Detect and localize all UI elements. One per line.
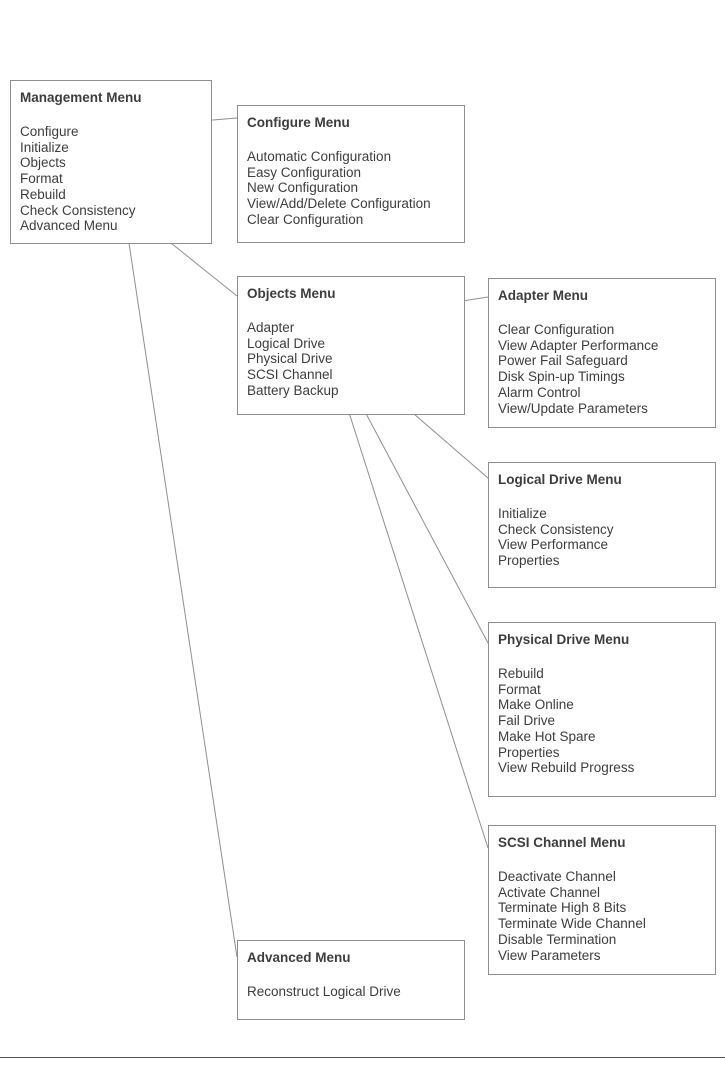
menu-item-view-performance: View Performance bbox=[498, 537, 609, 553]
physical-drive-menu-items: Rebuild Format Make Online Fail Drive Ma… bbox=[498, 666, 706, 776]
configure-menu-box: Configure Menu Automatic Configuration E… bbox=[237, 105, 465, 243]
menu-item-view-add-delete-configuration: View/Add/Delete Configuration bbox=[247, 196, 431, 212]
advanced-menu-box: Advanced Menu Reconstruct Logical Drive bbox=[237, 940, 465, 1020]
menu-item-automatic-configuration: Automatic Configuration bbox=[247, 149, 392, 164]
menu-item-initialize-logical: Initialize bbox=[498, 506, 547, 521]
management-menu-items: Configure Initialize Objects Format Rebu… bbox=[20, 124, 202, 234]
menu-item-objects: Objects bbox=[20, 155, 66, 171]
configure-menu-title: Configure Menu bbox=[247, 115, 350, 130]
menu-item-view-rebuild-progress: View Rebuild Progress bbox=[498, 760, 635, 776]
menu-item-scsi-channel: SCSI Channel bbox=[247, 367, 333, 383]
menu-item-battery-backup: Battery Backup bbox=[247, 382, 339, 398]
menu-item-make-hot-spare: Make Hot Spare bbox=[498, 728, 596, 744]
menu-item-advanced-menu: Advanced Menu bbox=[20, 218, 118, 234]
menu-item-fail-drive: Fail Drive bbox=[498, 713, 556, 729]
connector-scsi-channel-to-scsi-channel-menu bbox=[336, 374, 489, 849]
configure-menu-items: Automatic Configuration Easy Configurati… bbox=[247, 149, 455, 228]
menu-item-easy-configuration: Easy Configuration bbox=[247, 164, 362, 180]
connector-advanced-to-advanced-menu bbox=[126, 229, 238, 958]
menu-item-rebuild-physical: Rebuild bbox=[498, 666, 544, 681]
menu-item-view-update-parameters: View/Update Parameters bbox=[498, 400, 648, 416]
menu-item-view-parameters: View Parameters bbox=[498, 947, 601, 963]
adapter-menu-box: Adapter Menu Clear Configuration View Ad… bbox=[488, 278, 716, 428]
menu-item-reconstruct-logical-drive: Reconstruct Logical Drive bbox=[247, 984, 401, 999]
menu-item-configure: Configure bbox=[20, 124, 79, 139]
adapter-menu-items: Clear Configuration View Adapter Perform… bbox=[498, 322, 706, 416]
menu-item-terminate-high-8-bits: Terminate High 8 Bits bbox=[498, 900, 627, 916]
physical-drive-menu-box: Physical Drive Menu Rebuild Format Make … bbox=[488, 622, 716, 797]
menu-item-clear-configuration-adapter: Clear Configuration bbox=[498, 322, 615, 337]
menu-item-make-online: Make Online bbox=[498, 697, 574, 713]
menu-item-terminate-wide-channel: Terminate Wide Channel bbox=[498, 916, 646, 932]
menu-item-disable-termination: Disable Termination bbox=[498, 931, 617, 947]
management-menu-title: Management Menu bbox=[20, 90, 142, 105]
scsi-channel-menu-title: SCSI Channel Menu bbox=[498, 835, 626, 850]
menu-item-activate-channel: Activate Channel bbox=[498, 884, 601, 900]
menu-item-format-physical: Format bbox=[498, 681, 541, 697]
adapter-menu-title: Adapter Menu bbox=[498, 288, 589, 303]
logical-drive-menu-title: Logical Drive Menu bbox=[498, 472, 622, 487]
advanced-menu-items: Reconstruct Logical Drive bbox=[247, 984, 455, 1000]
management-menu-box: Management Menu Configure Initialize Obj… bbox=[10, 80, 212, 244]
menu-item-check-consistency-logical: Check Consistency bbox=[498, 521, 614, 537]
menu-item-physical-drive: Physical Drive bbox=[247, 351, 333, 367]
scsi-channel-menu-box: SCSI Channel Menu Deactivate Channel Act… bbox=[488, 825, 716, 975]
menu-item-rebuild: Rebuild bbox=[20, 186, 66, 202]
menu-item-adapter: Adapter bbox=[247, 320, 295, 335]
menu-item-format: Format bbox=[20, 171, 63, 187]
menu-item-clear-configuration: Clear Configuration bbox=[247, 211, 364, 227]
logical-drive-menu-items: Initialize Check Consistency View Perfor… bbox=[498, 506, 706, 569]
menu-item-new-configuration: New Configuration bbox=[247, 180, 359, 196]
page-footer-rule bbox=[0, 1057, 725, 1058]
scsi-channel-menu-items: Deactivate Channel Activate Channel Term… bbox=[498, 869, 706, 963]
menu-item-check-consistency: Check Consistency bbox=[20, 202, 136, 218]
menu-item-alarm-control: Alarm Control bbox=[498, 384, 581, 400]
objects-menu-items: Adapter Logical Drive Physical Drive SCS… bbox=[247, 320, 455, 399]
menu-item-initialize: Initialize bbox=[20, 139, 69, 155]
advanced-menu-title: Advanced Menu bbox=[247, 950, 351, 965]
objects-menu-box: Objects Menu Adapter Logical Drive Physi… bbox=[237, 276, 465, 415]
menu-item-power-fail-safeguard: Power Fail Safeguard bbox=[498, 353, 628, 369]
logical-drive-menu-box: Logical Drive Menu Initialize Check Cons… bbox=[488, 462, 716, 588]
menu-item-view-adapter-performance: View Adapter Performance bbox=[498, 337, 659, 353]
menu-item-properties-physical: Properties bbox=[498, 744, 560, 760]
menu-item-properties-logical: Properties bbox=[498, 553, 560, 569]
menu-item-disk-spin-up-timings: Disk Spin-up Timings bbox=[498, 369, 625, 385]
menu-item-deactivate-channel: Deactivate Channel bbox=[498, 869, 616, 884]
menu-item-logical-drive: Logical Drive bbox=[247, 335, 326, 351]
physical-drive-menu-title: Physical Drive Menu bbox=[498, 632, 630, 647]
objects-menu-title: Objects Menu bbox=[247, 286, 336, 301]
